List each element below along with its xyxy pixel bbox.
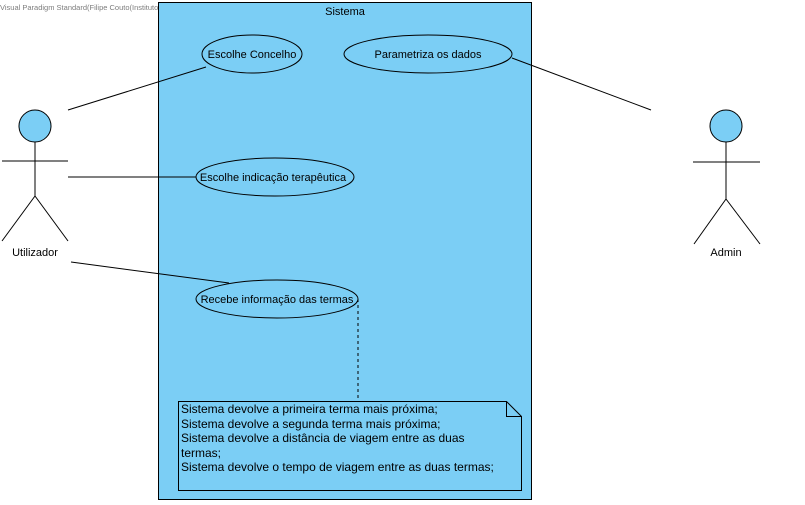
note-line: Sistema devolve a primeira terma mais pr… [181,402,438,416]
actor-utilizador[interactable]: Utilizador [1,109,69,259]
note-line: Sistema devolve a segunda terma mais pró… [181,416,441,431]
use-case-recebe-informacao[interactable]: Recebe informação das termas [195,279,359,319]
note-line: termas; [181,445,222,460]
use-case-label: Escolhe Concelho [208,49,297,61]
note-line: Sistema devolve a distância de viagem en… [181,431,465,445]
use-case-label: Recebe informação das termas [201,294,354,306]
use-case-parametriza-dados[interactable]: Parametriza os dados [343,34,513,74]
use-case-escolhe-indicacao[interactable]: Escolhe indicação terapêutica [195,157,355,197]
actor-admin[interactable]: Admin [693,109,761,259]
actor-label: Utilizador [12,247,58,259]
system-title: Sistema [325,6,366,18]
association-admin-parametriza [511,57,652,111]
note-line: Sistema devolve o tempo de viagem entre … [181,460,494,474]
use-case-escolhe-concelho[interactable]: Escolhe Concelho [201,34,303,74]
note-text: Sistema devolve a primeira terma mais pr… [181,402,519,475]
actor-head [18,109,52,143]
watermark: Visual Paradigm Standard(Filipe Couto(In… [0,3,276,12]
use-case-label: Parametriza os dados [375,49,482,61]
association-user-recebe [70,261,230,284]
association-user-concelho [67,66,207,111]
note-fold [506,401,522,417]
note-box[interactable] [178,401,522,491]
actor-label: Admin [710,247,741,259]
actor-head [709,109,743,143]
use-case-label: Escolhe indicação terapêutica [200,172,347,184]
